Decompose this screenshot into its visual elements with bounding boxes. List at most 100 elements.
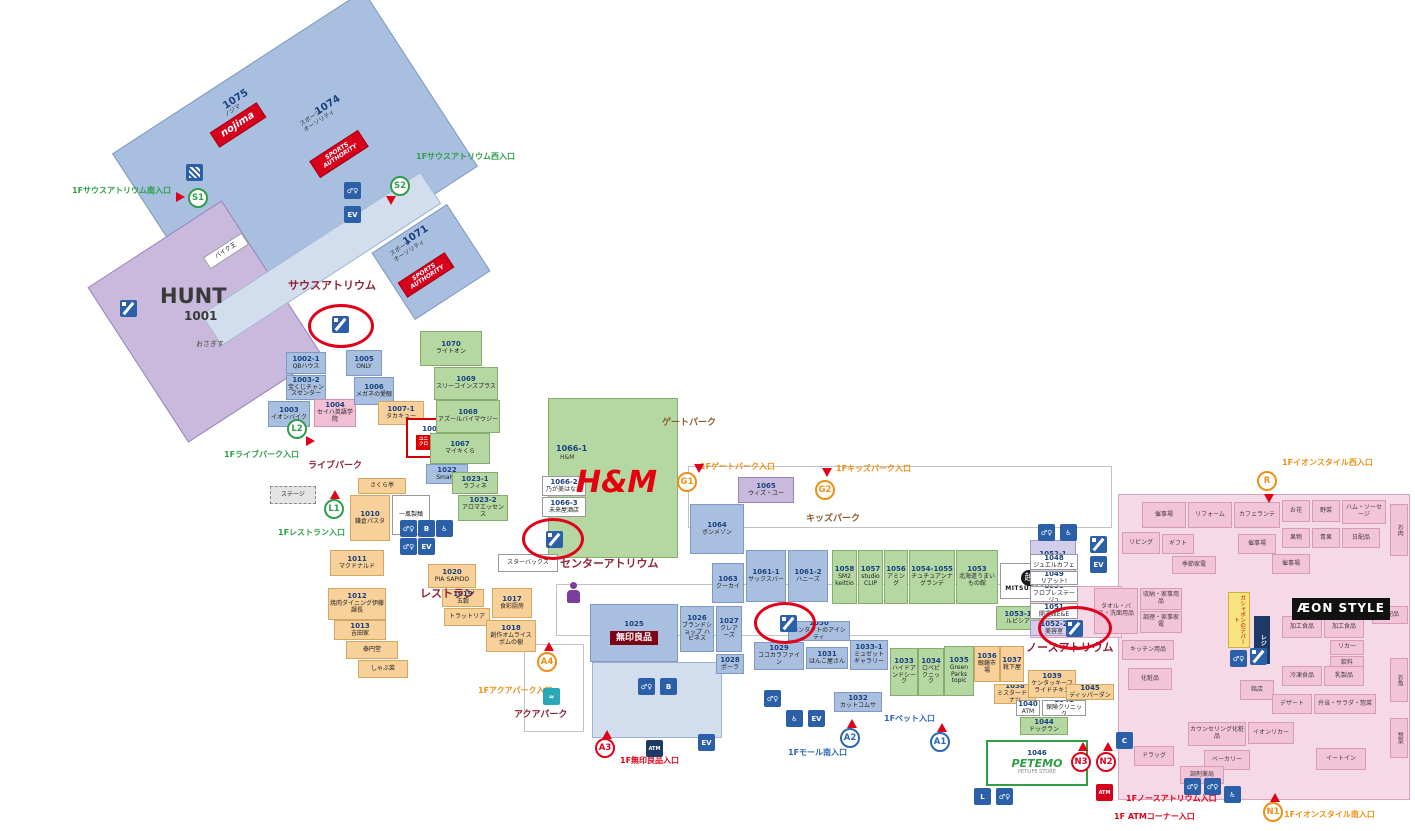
entrance-marker-a2: A2: [840, 728, 860, 748]
shop-number: 1004: [325, 401, 345, 410]
shop-number: 1007-1: [387, 404, 415, 413]
entrance-label-l2: 1Fライブパーク入口: [224, 450, 300, 459]
shop-name: PIA SAPIDO: [434, 575, 470, 583]
shop-number: 1005: [354, 354, 374, 363]
elevator-icon: EV: [1090, 556, 1107, 573]
block-shop[interactable]: トラットリア: [444, 608, 490, 626]
entrance-arrow-icon: [176, 192, 185, 202]
shop-name: マクドナルド: [338, 562, 375, 570]
entrance-marker-l1: L1: [324, 499, 344, 519]
shop-name: ラフィネ: [463, 482, 487, 490]
shop-name: ボンメゾン: [702, 528, 732, 536]
nursing-icon: B: [418, 520, 435, 537]
shop-number: 1068: [458, 408, 478, 417]
shop-name: 北海道うまいもの館: [958, 573, 995, 587]
shop-name: 焼肉ダイニング伊藤課長: [330, 600, 385, 614]
block-shop[interactable]: ÆON STYLE: [1292, 598, 1390, 620]
shop-number: 1003: [279, 405, 299, 414]
block-shop[interactable]: 泰円堂: [346, 641, 398, 659]
block-shop[interactable]: ステージ: [270, 486, 316, 504]
zone-muji-hall: [592, 662, 722, 738]
department-label: タオル・バス・洗面用品: [1097, 603, 1134, 617]
shop-name-hm: H&M: [560, 454, 575, 461]
department-label: 化粧品: [1140, 674, 1159, 682]
entrance-marker-l2: L2: [287, 419, 307, 439]
block-shop[interactable]: しゃぶ菜: [358, 660, 408, 678]
entrance-arrow-icon: [306, 436, 315, 446]
entrance-arrow-icon: [1270, 793, 1280, 802]
block-shop[interactable]: ガシャポンのデパート: [1228, 592, 1250, 648]
wheelchair-icon: ♿: [1224, 786, 1241, 803]
shop-number: 1067: [450, 440, 470, 449]
department-label: ギフト: [1168, 539, 1187, 547]
shop-name: ATM: [1021, 707, 1035, 715]
shop-name: 吉田家: [350, 629, 369, 637]
entrance-arrow-icon: [1264, 494, 1274, 503]
block-shop[interactable]: さくら亭: [358, 478, 406, 494]
shop-name: フロプレステージュ: [1032, 590, 1075, 602]
department-label: リビング: [1128, 538, 1153, 546]
department-label: 惣菜: [1396, 732, 1404, 744]
shop-name: スリーコインズプラス: [436, 383, 496, 391]
atm-dark-icon: ATM: [646, 740, 663, 757]
shop-name: ケンタッキーフライドチキン: [1031, 680, 1073, 694]
department-cell: お花: [1282, 500, 1310, 522]
shop-name: リアット!: [1040, 577, 1068, 585]
entrance-label-n2: 1F ATMコーナー入口: [1114, 812, 1195, 821]
restaurant-label: レストラン: [420, 587, 475, 600]
escalator-highlight-circle: [308, 304, 374, 348]
